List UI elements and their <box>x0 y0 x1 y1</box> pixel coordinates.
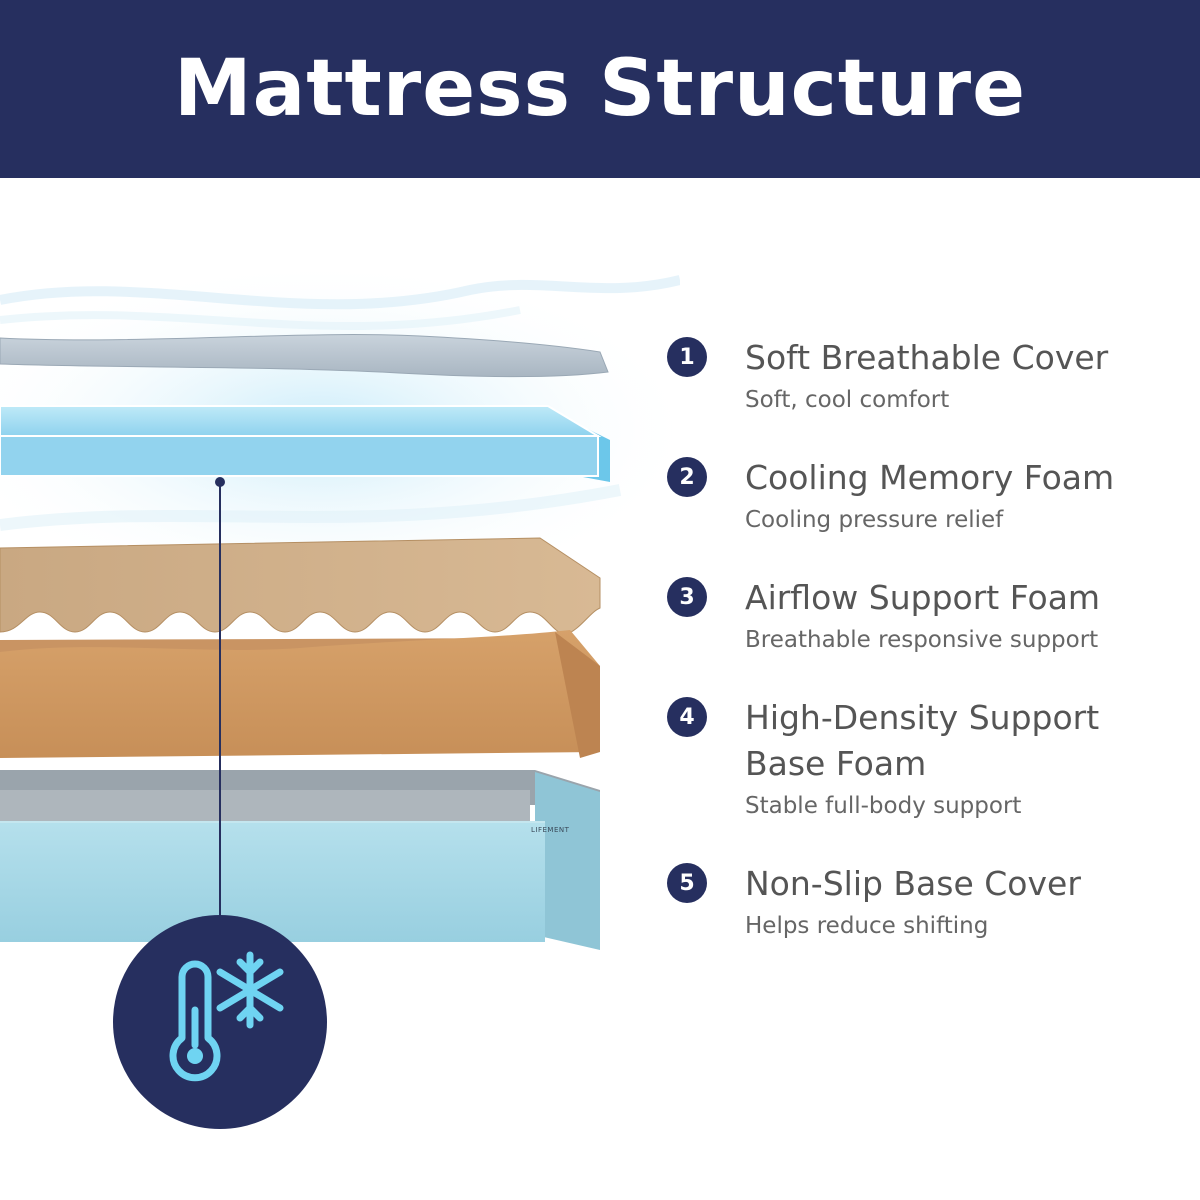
brand-label: LIFEMENT <box>531 826 570 834</box>
layer-item-high-density-foam: 4 High-Density Support Base Foam Stable … <box>665 695 1185 823</box>
layer-description: Breathable responsive support <box>745 627 1099 653</box>
layer-number-badge: 3 <box>667 577 707 617</box>
thermometer-snowflake-icon <box>169 951 284 1082</box>
layer-number-badge: 2 <box>667 457 707 497</box>
layer-number-badge: 5 <box>667 863 707 903</box>
airflow-wave <box>0 484 622 531</box>
cooling-foam-front <box>0 435 599 477</box>
base-cover-side <box>535 772 600 950</box>
layer-title: Soft Breathable Cover <box>745 338 1109 377</box>
layer-item-base-cover: 5 Non-Slip Base Cover Helps reduce shift… <box>665 861 1185 943</box>
layer-title: Cooling Memory Foam <box>745 458 1115 497</box>
layer-title: Airflow Support Foam <box>745 578 1101 617</box>
cooling-foam-layer <box>0 405 602 437</box>
layer-item-cover: 1 Soft Breathable Cover Soft, cool comfo… <box>665 335 1185 417</box>
layer-title: Non-Slip Base Cover <box>745 864 1081 903</box>
high-density-foam-side <box>555 632 600 758</box>
callout-dot <box>215 477 225 487</box>
high-density-foam-layer <box>0 630 600 758</box>
base-cover-layer <box>0 822 545 942</box>
layer-title: High-Density Support Base Foam <box>745 698 1100 783</box>
header-banner: Mattress Structure <box>0 0 1200 178</box>
mattress-illustration <box>0 260 680 1129</box>
layer-description: Soft, cool comfort <box>745 387 950 413</box>
layer-list: 1 Soft Breathable Cover Soft, cool comfo… <box>665 335 1185 943</box>
layer-description: Helps reduce shifting <box>745 913 989 939</box>
layer-number-badge: 4 <box>667 697 707 737</box>
layer-description: Cooling pressure relief <box>745 507 1004 533</box>
page-title: Mattress Structure <box>173 44 1027 134</box>
layer-item-airflow-foam: 3 Airflow Support Foam Breathable respon… <box>665 575 1185 657</box>
airflow-wave <box>0 275 680 310</box>
cooling-badge <box>113 915 327 1129</box>
cover-layer <box>0 334 609 377</box>
layer-description: Stable full-body support <box>745 793 1022 819</box>
airflow-wave <box>0 306 521 331</box>
layer-item-cooling-foam: 2 Cooling Memory Foam Cooling pressure r… <box>665 455 1185 537</box>
airflow-foam-layer <box>0 537 601 636</box>
layer-number-badge: 1 <box>667 337 707 377</box>
